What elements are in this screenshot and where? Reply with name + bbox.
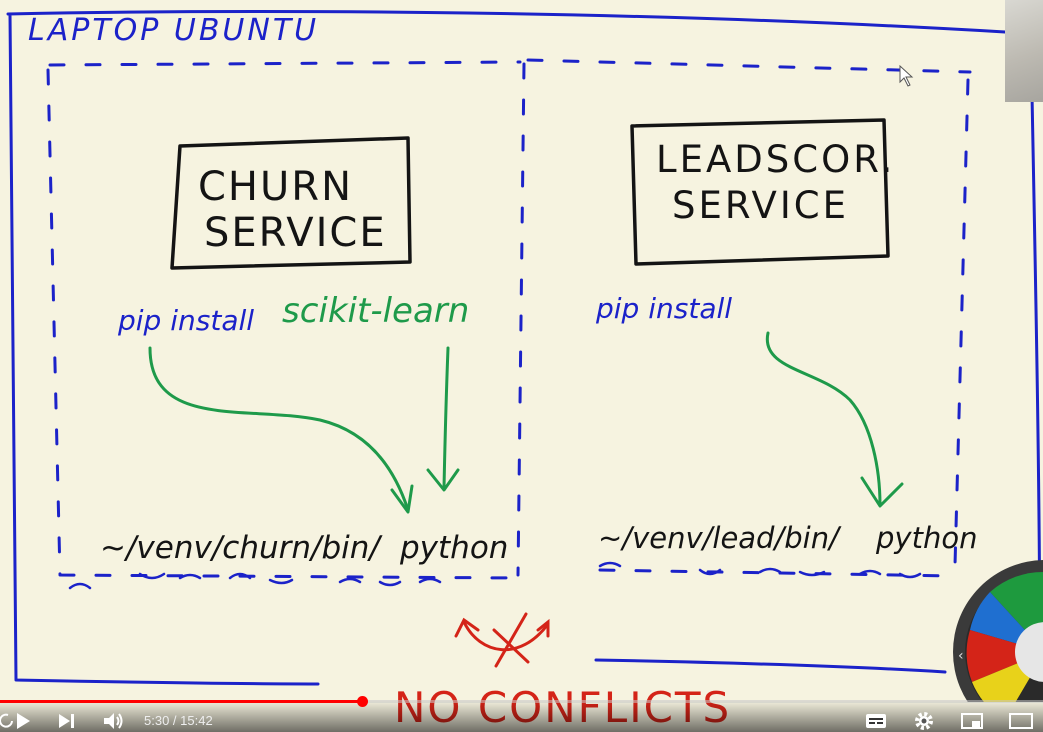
mouse-cursor-icon <box>899 64 914 87</box>
play-icon[interactable] <box>12 710 34 732</box>
install-arrows <box>148 331 904 514</box>
pip-install-left: pip install <box>117 304 254 337</box>
progress-bar[interactable] <box>0 696 1043 707</box>
leadscore-service-box: LEADSCOR. SERVICE <box>630 118 895 266</box>
replay-icon[interactable] <box>0 710 14 732</box>
color-palette-widget[interactable]: ‹ <box>950 552 1043 702</box>
churn-service-box: CHURN SERVICE <box>170 136 412 270</box>
scikit-learn-label: scikit-learn <box>282 291 469 331</box>
subtitles-icon[interactable] <box>864 710 888 732</box>
env-boundary-right <box>526 58 972 578</box>
miniplayer-icon[interactable] <box>960 710 984 732</box>
progress-played <box>0 700 362 703</box>
laptop-border <box>6 10 1042 702</box>
pip-install-right: pip install <box>595 292 732 325</box>
time-current: 5:30 <box>144 713 170 728</box>
next-icon[interactable] <box>56 710 78 732</box>
venv-churn-python: python <box>399 530 508 566</box>
svg-text:CHURN: CHURN <box>198 164 353 210</box>
settings-icon[interactable] <box>912 710 936 732</box>
venv-churn-path: ~/venv/churn/bin/ <box>100 530 383 566</box>
env-boundary-left <box>46 60 526 580</box>
svg-text:LEADSCOR.: LEADSCOR. <box>656 138 895 181</box>
time-display: 5:30 / 15:42 <box>144 713 213 728</box>
time-total: 15:42 <box>180 713 213 728</box>
venv-lead-path: ~/venv/lead/bin/ <box>598 521 842 555</box>
svg-text:‹: ‹ <box>958 648 964 664</box>
theater-icon[interactable] <box>1008 710 1034 732</box>
webcam-overlay <box>1005 0 1043 102</box>
venv-lead-python: python <box>875 521 977 555</box>
svg-text:SERVICE: SERVICE <box>204 210 387 256</box>
svg-text:SERVICE: SERVICE <box>672 184 849 227</box>
volume-icon[interactable] <box>102 710 126 732</box>
progress-scrubber[interactable] <box>357 696 368 707</box>
laptop-title: LAPTOP UBUNTU <box>28 13 319 48</box>
crossed-arrows-symbol <box>454 612 550 668</box>
underline-squiggles <box>68 561 922 590</box>
palette-red[interactable] <box>966 630 1043 682</box>
time-separator: / <box>169 713 181 728</box>
